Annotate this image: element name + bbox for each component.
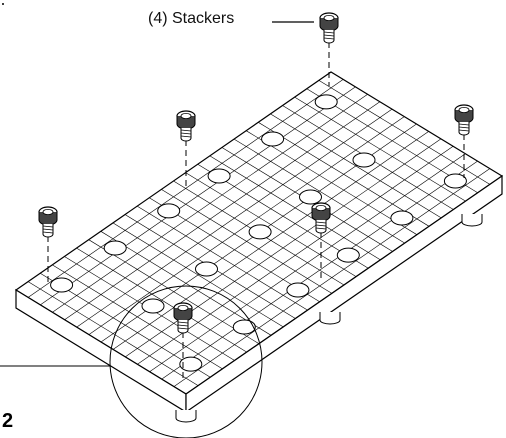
grid-line	[27, 79, 344, 298]
stacker-leader-lines	[47, 42, 465, 378]
corner-dot	[2, 3, 4, 5]
plate-hole	[286, 282, 310, 298]
stacker	[311, 202, 331, 234]
grid-line	[173, 168, 490, 387]
plate-holes	[50, 94, 467, 372]
grid-line	[137, 146, 454, 365]
plate-hole	[261, 131, 285, 147]
grid-line	[76, 108, 393, 328]
plate-side-face	[185, 174, 503, 414]
stacker	[38, 206, 58, 238]
stackers-callout-label: (4) Stackers	[148, 10, 235, 27]
stacker	[454, 104, 474, 136]
grid-line	[161, 160, 478, 380]
plate-hole	[248, 224, 272, 240]
plate-hole	[179, 356, 203, 372]
foot	[461, 214, 483, 227]
plate-hole	[207, 168, 231, 184]
grid-line	[149, 153, 466, 372]
plate-feet	[175, 214, 483, 423]
grid-line	[52, 94, 368, 313]
detail-circle	[109, 285, 263, 438]
figure-number: 2	[2, 410, 14, 432]
plate-hole	[103, 240, 127, 256]
foot	[319, 312, 341, 325]
plate-hole	[195, 261, 218, 277]
plate-hole	[232, 319, 256, 335]
stacker	[173, 302, 193, 334]
grid-line	[64, 101, 381, 320]
plate-hole	[314, 94, 338, 110]
plate-hole	[299, 189, 322, 205]
stackers	[38, 12, 474, 334]
stacker	[319, 12, 339, 44]
plate-hole	[50, 277, 74, 293]
plate-hole	[390, 210, 414, 226]
plate-hole	[336, 247, 360, 263]
plate-hole	[352, 152, 376, 168]
grid-line	[112, 131, 429, 350]
stacker	[176, 110, 196, 142]
plate-hole	[443, 173, 467, 189]
foot	[175, 410, 197, 423]
plate-hole	[141, 298, 165, 314]
plate-hole	[157, 203, 181, 219]
grid-line	[40, 86, 356, 306]
grid-line	[88, 116, 405, 335]
